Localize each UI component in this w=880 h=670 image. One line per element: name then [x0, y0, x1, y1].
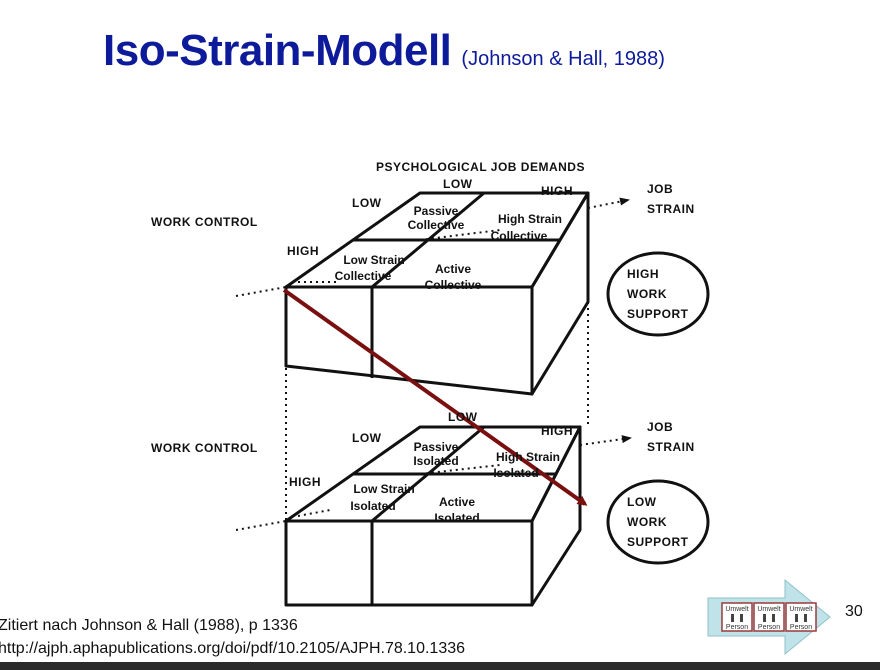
bottom-low-strain-line1: Low Strain — [353, 482, 414, 496]
source-citation: Zitiert nach Johnson & Hall (1988), p 13… — [0, 617, 298, 634]
bottom-work-control-label: WORK CONTROL — [151, 441, 258, 455]
top-job-strain-line1: JOB — [647, 182, 673, 196]
title-citation: (Johnson & Hall, 1988) — [461, 48, 665, 70]
logo-word-bottom-2: Person — [758, 624, 780, 631]
page-number: 30 — [845, 603, 863, 620]
top-passive-line2: Collective — [408, 218, 465, 232]
logo-box-2: Umwelt Person — [753, 602, 785, 632]
bottom-job-strain-line1: JOB — [647, 420, 673, 434]
logo-word-bottom-3: Person — [790, 624, 812, 631]
high-support-ellipse — [606, 251, 710, 337]
bottom-high-strain-line2: Isolated — [493, 466, 538, 480]
bottom-passive-line2: Isolated — [413, 454, 458, 468]
psych-demands-label: PSYCHOLOGICAL JOB DEMANDS — [376, 160, 585, 174]
top-high-strain-line1: High Strain — [498, 212, 562, 226]
bottom-control-low-label: LOW — [352, 431, 382, 445]
bottom-control-high-label: HIGH — [289, 475, 321, 489]
top-job-strain-line2: STRAIN — [647, 202, 695, 216]
top-passive-line1: Passive — [414, 204, 459, 218]
high-support-line3: SUPPORT — [627, 307, 689, 321]
bottom-cube — [284, 425, 582, 607]
top-cube-guides — [235, 197, 630, 297]
logo-word-bottom-1: Person — [726, 624, 748, 631]
low-support-ellipse — [606, 479, 710, 565]
bottom-bar — [0, 662, 880, 670]
top-low-strain-line2: Collective — [335, 269, 392, 283]
source-url[interactable]: http://ajph.aphapublications.org/doi/pdf… — [0, 640, 466, 657]
bottom-high-strain-line1: High Strain — [496, 450, 560, 464]
bottom-demands-high-label: HIGH — [541, 424, 573, 438]
logo-word-top-2: Umwelt — [757, 606, 780, 613]
bottom-low-strain-line2: Isolated — [350, 499, 395, 513]
logo-box-3: Umwelt Person — [785, 602, 817, 632]
top-low-strain-line1: Low Strain — [343, 253, 404, 267]
high-support-line2: WORK — [627, 287, 667, 301]
high-support-line1: HIGH — [627, 267, 659, 281]
logo-word-top-3: Umwelt — [789, 606, 812, 613]
vertical-connectors — [285, 302, 589, 521]
bottom-active-line1: Active — [439, 495, 475, 509]
low-support-line1: LOW — [627, 495, 657, 509]
transition-arrow — [282, 288, 588, 506]
low-support-line2: WORK — [627, 515, 667, 529]
bottom-cube-front-face — [284, 519, 534, 607]
top-demands-high-label: HIGH — [541, 184, 573, 198]
low-support-line3: SUPPORT — [627, 535, 689, 549]
page-title: Iso-Strain-Modell (Johnson & Hall, 1988) — [103, 26, 665, 76]
top-control-high-label: HIGH — [287, 244, 319, 258]
bottom-cube-right-face — [530, 425, 582, 607]
top-active-line2: Collective — [425, 278, 482, 292]
bottom-active-line2: Isolated — [434, 511, 479, 525]
bottom-cube-guides — [235, 435, 632, 531]
top-work-control-label: WORK CONTROL — [151, 215, 258, 229]
umwelt-person-logo: Umwelt Person Umwelt Person Umwelt Perso… — [707, 578, 831, 656]
top-active-line1: Active — [435, 262, 471, 276]
bottom-passive-line1: Passive — [414, 440, 459, 454]
top-high-strain-line2: Collective — [491, 229, 548, 243]
logo-box-1: Umwelt Person — [721, 602, 753, 632]
title-main: Iso-Strain-Modell — [103, 26, 452, 75]
bottom-demands-low-label: LOW — [448, 410, 478, 424]
bottom-job-strain-line2: STRAIN — [647, 440, 695, 454]
top-demands-low-label: LOW — [443, 177, 473, 191]
top-control-low-label: LOW — [352, 196, 382, 210]
logo-word-top-1: Umwelt — [725, 606, 748, 613]
